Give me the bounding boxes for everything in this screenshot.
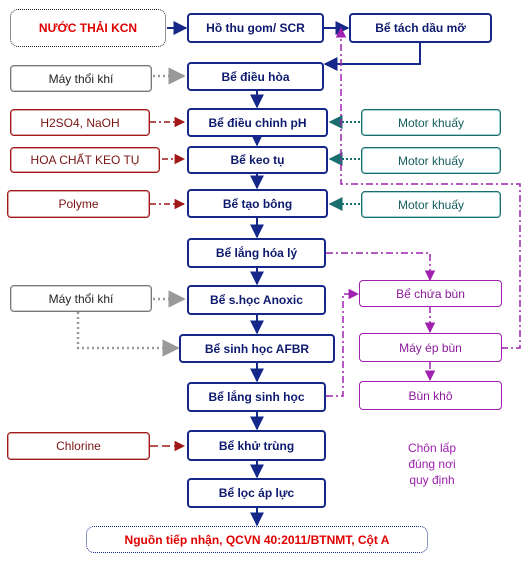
mixer-3: Motor khuấy	[361, 191, 501, 218]
grease-trap: Bể tách dầu mỡ	[349, 13, 492, 43]
afbr-tank: Bể sinh học AFBR	[179, 334, 335, 363]
air-blower-1: Máy thổi khí	[10, 65, 152, 92]
chemical-arrows	[150, 116, 186, 452]
anoxic-tank: Bể s.học Anoxic	[187, 285, 326, 315]
receiving-body: Nguồn tiếp nhận, QCVN 40:2011/BTNMT, Cột…	[86, 526, 428, 553]
mixer-1: Motor khuấy	[361, 109, 501, 136]
sludge-press: Máy ép bùn	[359, 333, 502, 362]
ph-chemicals: H2SO4, NaOH	[10, 109, 150, 136]
landfill-note-line-3: quy định	[409, 473, 455, 487]
disinfection-tank: Bể khử trùng	[187, 430, 326, 461]
coagulation-tank: Bể keo tụ	[187, 146, 328, 174]
sludge-arrows	[326, 26, 521, 397]
coagulant-chemical: HOA CHẤT KEO TỤ	[10, 147, 160, 173]
mixer-2: Motor khuấy	[361, 147, 501, 174]
air-arrows	[76, 67, 186, 357]
chlorine-chemical: Chlorine	[7, 432, 150, 460]
collection-tank: Hồ thu gom/ SCR	[187, 13, 324, 43]
main-flow-arrows	[167, 21, 421, 527]
mixer-arrows	[328, 115, 360, 211]
sludge-tank: Bể chứa bùn	[359, 280, 502, 307]
bio-settling-tank: Bể lắng sinh học	[187, 382, 326, 412]
ph-adjust-tank: Bể điều chỉnh pH	[187, 108, 328, 137]
equalization-tank: Bể điều hòa	[187, 62, 324, 91]
landfill-note-line-2: đúng nơi	[408, 457, 456, 471]
pressure-filter: Bể lọc áp lực	[187, 478, 326, 508]
air-blower-2: Máy thổi khí	[10, 285, 152, 312]
landfill-note-line-1: Chôn lấp	[407, 441, 457, 455]
flocculation-tank: Bể tạo bông	[187, 189, 328, 218]
polymer-chemical: Polyme	[7, 190, 150, 218]
wastewater-source: NƯỚC THẢI KCN	[10, 9, 166, 47]
landfill-note: Chôn lấp đúng nơi quy định	[390, 440, 474, 488]
chemical-settling-tank: Bể lắng hóa lý	[187, 238, 326, 268]
dry-sludge: Bùn khô	[359, 381, 502, 410]
